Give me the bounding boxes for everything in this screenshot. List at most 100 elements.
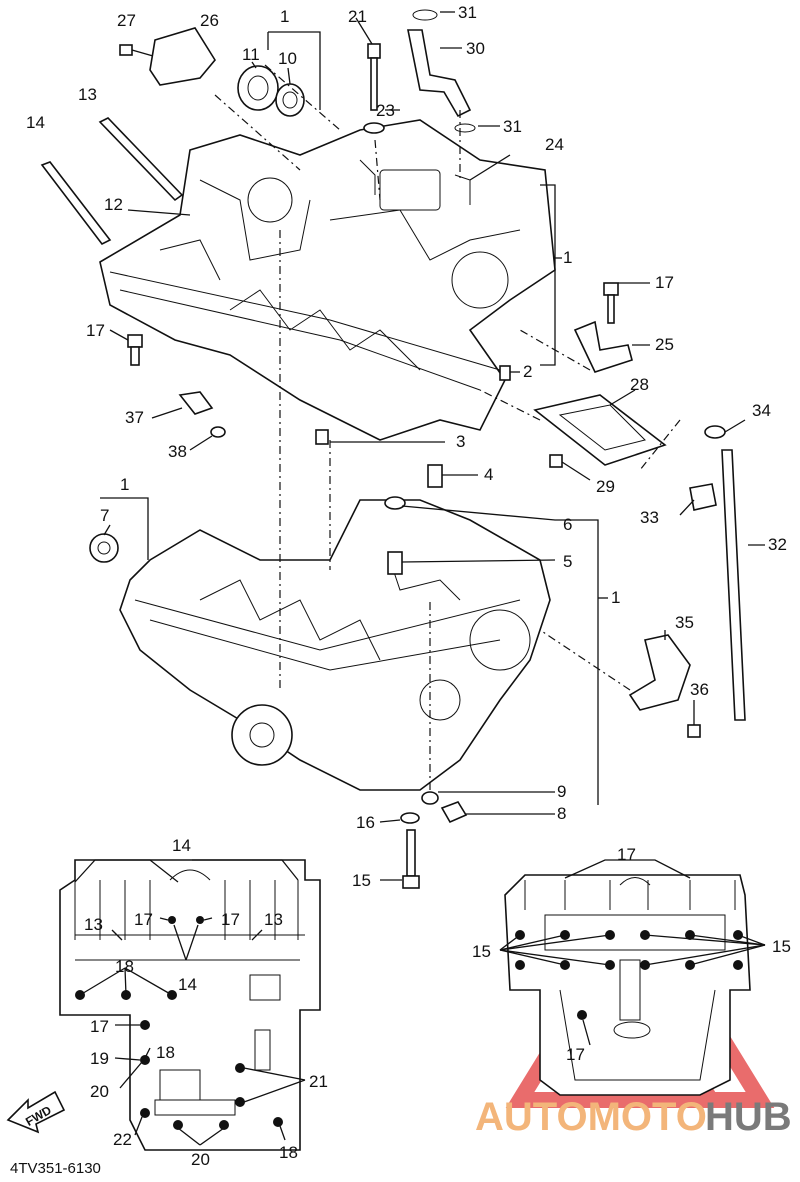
callout-4: 4 — [484, 465, 493, 484]
inset-l-22: 22 — [113, 1130, 132, 1149]
callout-29: 29 — [596, 477, 615, 496]
watermark-auto: AUTOMOTO — [475, 1095, 707, 1139]
callout-36: 36 — [690, 680, 709, 699]
bearing-11 — [237, 65, 279, 111]
inset-l-13-left: 13 — [84, 915, 103, 934]
leader-lines — [100, 11, 765, 881]
o-ring-38 — [210, 426, 226, 438]
inset-l-14-top: 14 — [172, 836, 191, 855]
bracket-25 — [573, 320, 633, 373]
callout-23: 23 — [376, 101, 395, 120]
inset-l-18-b: 18 — [156, 1043, 175, 1062]
bearing-7 — [89, 533, 119, 563]
inset-r-17-bottom: 17 — [566, 1045, 585, 1064]
dowel-pin-5 — [387, 551, 403, 575]
bolt-2 — [499, 365, 511, 381]
callout-38: 38 — [168, 442, 187, 461]
inset-l-18-a: 18 — [115, 957, 134, 976]
fwd-arrow: FWD — [6, 1090, 66, 1134]
hose-clip-31-top — [412, 9, 438, 21]
callout-9: 9 — [557, 782, 566, 801]
callout-12: 12 — [104, 195, 123, 214]
bolt-17-right — [603, 282, 619, 324]
callout-27: 27 — [117, 11, 136, 30]
callout-8: 8 — [557, 804, 566, 823]
cover-plate-26 — [149, 27, 216, 86]
callout-13: 13 — [78, 85, 97, 104]
strainer-cover-28 — [533, 394, 667, 466]
callout-11: 11 — [242, 45, 260, 64]
inset-l-14-b: 14 — [178, 975, 197, 994]
dowel-pin-4 — [427, 464, 443, 488]
o-ring-9 — [421, 791, 439, 805]
diagram-code: 4TV351-6130 — [10, 1160, 101, 1177]
inset-l-17-c: 17 — [90, 1017, 109, 1036]
upper-crankcase — [99, 119, 556, 441]
callout-32: 32 — [768, 535, 787, 554]
callout-3: 3 — [456, 432, 465, 451]
lower-crankcase — [119, 499, 551, 791]
washer-16 — [400, 812, 420, 824]
stud-bolt-13 — [98, 117, 184, 202]
clamp-33 — [689, 483, 717, 511]
callout-1-top: 1 — [280, 7, 289, 26]
callout-7: 7 — [100, 506, 109, 525]
bolt-15 — [402, 829, 420, 889]
callout-10: 10 — [278, 49, 297, 68]
inset-l-13-right: 13 — [264, 910, 283, 929]
inset-l-20-b: 20 — [191, 1150, 210, 1169]
oil-pipe-32 — [721, 449, 746, 721]
watermark-hub: HUB — [705, 1095, 792, 1139]
washer-23 — [363, 122, 385, 134]
callout-17-right: 17 — [655, 273, 674, 292]
bolt-36 — [687, 724, 701, 738]
bolt-3 — [315, 429, 329, 445]
left-inset-bolt-pattern: 14 13 17 17 13 18 14 17 18 19 20 21 22 2… — [59, 836, 328, 1169]
bracket-35 — [628, 634, 691, 711]
callout-31-mid: 31 — [503, 117, 522, 136]
oil-seal-10 — [275, 83, 305, 117]
callout-30: 30 — [466, 39, 485, 58]
inset-r-15-left: 15 — [472, 942, 491, 961]
callout-6: 6 — [563, 515, 572, 534]
callout-34: 34 — [752, 401, 771, 420]
callout-17-left: 17 — [86, 321, 105, 340]
inset-l-18-c: 18 — [279, 1143, 298, 1162]
callout-1-case: 1 — [611, 588, 620, 607]
callout-1-right: 1 — [563, 248, 572, 267]
inset-l-19: 19 — [90, 1049, 109, 1068]
right-inset-bolt-pattern: 17 15 15 17 — [472, 845, 791, 1096]
watermark-text: AUTOMOTO HUB — [475, 1095, 792, 1139]
callout-16: 16 — [356, 813, 375, 832]
plug-37 — [178, 391, 214, 415]
callout-15: 15 — [352, 871, 371, 890]
callout-35: 35 — [675, 613, 694, 632]
callout-25: 25 — [655, 335, 674, 354]
callout-37: 37 — [125, 408, 144, 427]
callout-5: 5 — [563, 552, 572, 571]
callout-33: 33 — [640, 508, 659, 527]
bolt-17-left — [127, 334, 143, 366]
callout-14: 14 — [26, 113, 45, 132]
bolt-29 — [549, 454, 563, 468]
callout-1-lower: 1 — [120, 475, 129, 494]
inset-l-17-a: 17 — [134, 910, 153, 929]
alignment-lines — [214, 64, 681, 790]
callout-labels: 27 26 1 11 10 21 31 30 13 14 23 31 24 12… — [26, 3, 787, 890]
inset-l-17-b: 17 — [221, 910, 240, 929]
hose-clip-31-lower — [454, 123, 476, 133]
callout-26: 26 — [200, 11, 219, 30]
inset-r-15-right: 15 — [772, 937, 791, 956]
callout-2: 2 — [523, 362, 532, 381]
callout-28: 28 — [630, 375, 649, 394]
clip-34 — [704, 425, 726, 439]
stud-bolt-14 — [40, 161, 112, 246]
inset-r-17-top: 17 — [617, 845, 636, 864]
inset-l-21: 21 — [309, 1072, 328, 1091]
bolt-21 — [367, 43, 381, 111]
inset-l-20-a: 20 — [90, 1082, 109, 1101]
callout-24: 24 — [545, 135, 564, 154]
drain-plug-8 — [440, 801, 468, 824]
o-ring-6 — [384, 496, 406, 510]
